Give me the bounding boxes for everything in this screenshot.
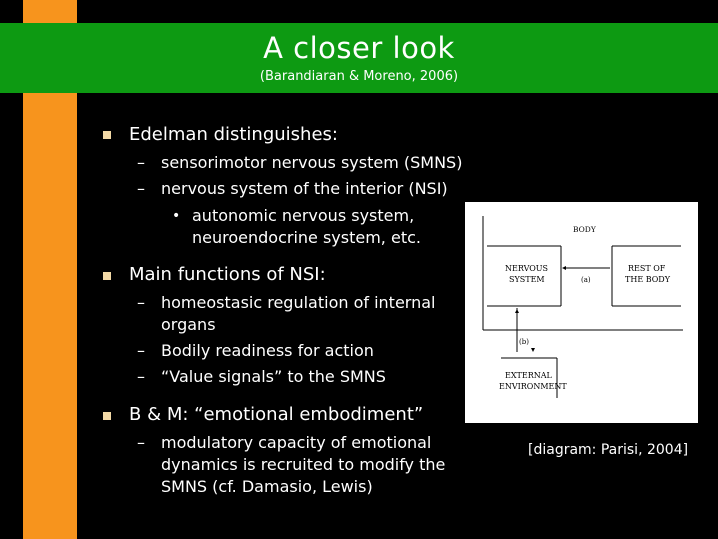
bullet-1-sub-2: nervous system of the interior (NSI) [161,179,448,198]
bullet-3-sub-1-cont-2: SMNS (cf. Damasio, Lewis) [161,477,373,496]
bullet-2-sub-1: homeostasic regulation of internal [161,293,436,312]
bullet-2-sub-3: “Value signals” to the SMNS [161,367,386,386]
bullet-1-subsub-1: autonomic nervous system, [192,206,415,225]
dash-marker: – [137,341,145,360]
diagram-rest-label-2: THE BODY [625,275,671,284]
dash-marker: – [137,153,145,172]
arrow-b-label: (b) [519,338,529,346]
dash-marker: – [137,433,145,452]
bullet-marker [103,412,111,420]
diagram-body-label: BODY [573,225,597,234]
title-band [0,23,718,93]
bullet-marker [103,272,111,280]
diagram-nervous-label-1: NERVOUS [505,264,548,273]
arrow-b-head-down [531,348,535,352]
dash-marker: – [137,367,145,386]
bullet-2-text: Main functions of NSI: [129,264,326,285]
diagram-env-label-2: ENVIRONMENT [499,382,567,391]
dash-marker: – [137,293,145,312]
dash-marker: – [137,179,145,198]
diagram-rest-label-1: REST OF [628,264,666,273]
bullet-marker [103,131,111,139]
bullet-1-text: Edelman distinguishes: [129,124,338,145]
arrow-b-head-up [515,309,519,313]
diagram-caption: [diagram: Parisi, 2004] [528,442,689,458]
arrow-a-label: (a) [581,276,591,284]
slide-subtitle: (Barandiaran & Moreno, 2006) [259,69,459,84]
bullet-3-sub-1: modulatory capacity of emotional [161,433,432,452]
bullet-1-sub-1: sensorimotor nervous system (SMNS) [161,153,463,172]
bullet-3-sub-1-cont: dynamics is recruited to modify the [161,455,446,474]
diagram-env-label-1: EXTERNAL [505,371,553,380]
bullet-1-subsub-2: neuroendocrine system, etc. [192,228,421,247]
parisi-diagram: BODY NERVOUS SYSTEM REST OF THE BODY (a)… [465,202,698,423]
arrow-a-head [562,266,566,270]
bullet-3-text: B & M: “emotional embodiment” [129,404,424,425]
diagram-nervous-label-2: SYSTEM [509,275,545,284]
slide-title: A closer look [263,31,455,65]
bullet-2-sub-2: Bodily readiness for action [161,341,374,360]
bullet-2-sub-1-cont: organs [161,315,216,334]
dot-marker: • [172,208,181,224]
